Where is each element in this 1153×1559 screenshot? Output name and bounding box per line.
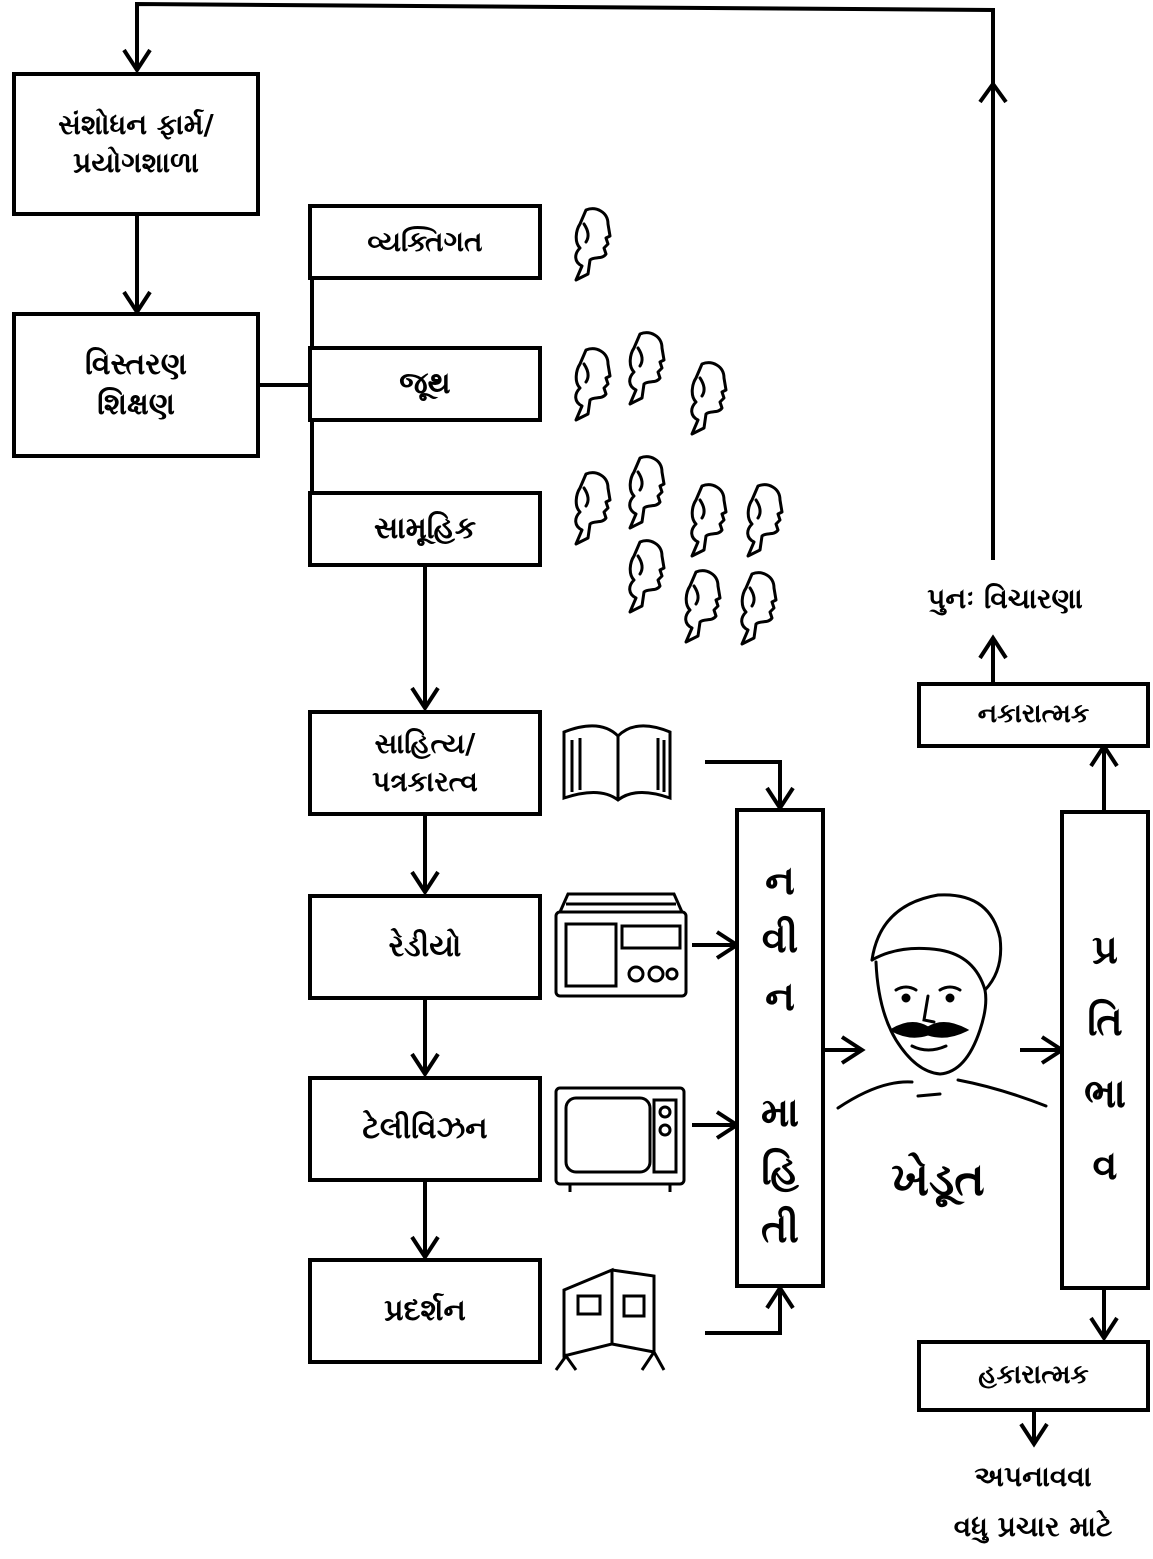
- group-heads: [574, 331, 728, 436]
- television-box: ટેલીવિઝન: [308, 1076, 542, 1182]
- mass-label: સામૂહિક: [373, 510, 477, 546]
- individual-label: વ્યક્તિગત: [367, 225, 483, 259]
- new-information-box: ન વી ન મા હિ તી: [735, 808, 825, 1288]
- mass-method-box: સામૂહિક: [308, 491, 542, 567]
- adopt-label-line2: વધુ પ્રચાર માટે: [953, 1510, 1113, 1543]
- farmer-label: ખેડૂત: [891, 1152, 985, 1206]
- mass-heads: [574, 455, 784, 646]
- radio-box: રેડીયો: [308, 894, 542, 1000]
- research-label-line2: પ્રયોગશાળા: [73, 146, 199, 179]
- television-label: ટેલીવિઝન: [362, 1110, 488, 1146]
- feedback-loop-line: [122, 1, 1008, 560]
- individual-heads: [574, 207, 612, 282]
- new-info-char-4: મા: [760, 1090, 800, 1136]
- response-char-4: વ: [1092, 1143, 1118, 1189]
- negative-box: નકારાત્મક: [917, 682, 1150, 748]
- exhibition-box: પ્રદર્શન: [308, 1258, 542, 1364]
- extension-label-line1: વિસ્તરણ: [85, 346, 187, 382]
- positive-label: હકારાત્મક: [978, 1360, 1089, 1391]
- reconsider-label: પુનઃ વિચારણા: [927, 582, 1083, 615]
- negative-label: નકારાત્મક: [977, 699, 1090, 730]
- bracket-extension-methods: [258, 280, 314, 495]
- response-char-2: તિ: [1087, 999, 1123, 1045]
- response-box: પ્ર તિ ભા વ: [1060, 810, 1150, 1290]
- new-info-char-5: હિ: [761, 1148, 799, 1194]
- research-label-line1: સંશોધન ફાર્મ/: [58, 108, 214, 142]
- new-info-gap: [761, 1026, 799, 1084]
- new-info-char-2: વી: [761, 916, 799, 962]
- new-info-char-6: તી: [761, 1206, 799, 1252]
- positive-box: હકારાત્મક: [917, 1340, 1150, 1412]
- group-label: જૂથ: [399, 365, 451, 401]
- farmer-face-icon: [836, 893, 1048, 1110]
- media-chain-arrows: [410, 565, 440, 1261]
- arrow-research-to-extension: [122, 216, 152, 316]
- television-icon: [554, 1086, 686, 1192]
- exhibition-label: પ્રદર્શન: [384, 1292, 466, 1328]
- radio-label: રેડીયો: [388, 928, 462, 964]
- research-farm-box: સંશોધન ફાર્મ/ પ્રયોગશાળા: [12, 72, 260, 216]
- extension-label-line2: શિક્ષણ: [97, 387, 175, 422]
- group-method-box: જૂથ: [308, 346, 542, 422]
- extension-education-box: વિસ્તરણ શિક્ષણ: [12, 312, 260, 458]
- exhibition-board-icon: [554, 1267, 666, 1371]
- literature-box: સાહિત્ય/ પત્રકારત્વ: [308, 710, 542, 816]
- response-arrows: [978, 634, 1119, 1448]
- radio-icon: [554, 892, 688, 998]
- new-info-char-3: ન: [765, 974, 795, 1020]
- response-char-3: ભા: [1084, 1071, 1126, 1117]
- adopt-label: અપનાવવા વધુ પ્રચાર માટે: [908, 1452, 1153, 1552]
- new-info-char-1: ન: [765, 858, 795, 904]
- individual-method-box: વ્યક્તિગત: [308, 204, 542, 280]
- book-icon: [562, 724, 672, 802]
- literature-label-line1: સાહિત્ય/: [374, 727, 476, 761]
- adopt-label-line1: અપનાવવા: [974, 1460, 1092, 1493]
- literature-label-line2: પત્રકારત્વ: [372, 765, 478, 798]
- flow-to-farmer-arrows: [825, 1035, 1066, 1065]
- response-char-1: પ્ર: [1092, 927, 1118, 973]
